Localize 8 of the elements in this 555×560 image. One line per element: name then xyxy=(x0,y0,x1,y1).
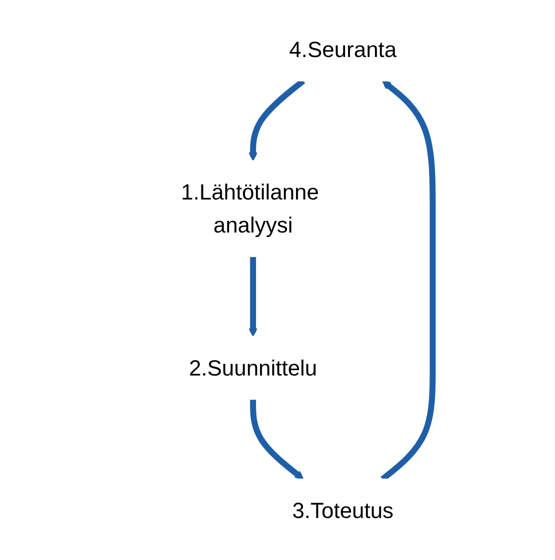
arrow xyxy=(248,78,305,162)
arrow xyxy=(248,256,257,337)
arrow xyxy=(380,80,436,482)
arrow xyxy=(250,399,304,480)
node-text: 3.Toteutus xyxy=(292,498,394,524)
node-text: 2.Suunnittelu xyxy=(188,355,317,380)
node-text: 1.Lähtötilanne analyysi xyxy=(180,180,318,238)
node-text: 4.Seuranta xyxy=(288,36,396,62)
